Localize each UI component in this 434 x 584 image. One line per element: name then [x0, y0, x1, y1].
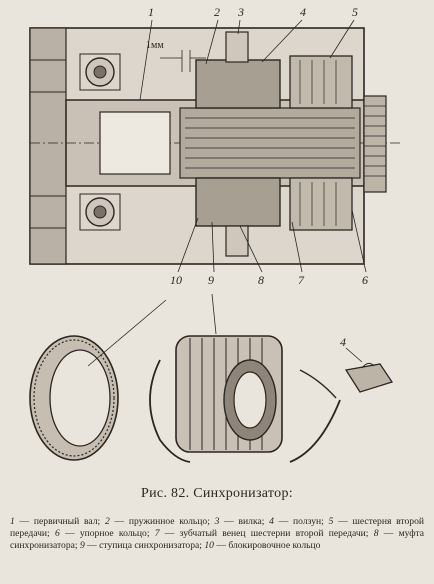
legend-item: 5 — шестерня второй передачи; [10, 516, 424, 540]
legend-item: 7 — зубчатый венец шестерни второй перед… [154, 528, 369, 540]
legend-item: 3 — вилка; [214, 516, 265, 527]
legend-text: блокировочное кольцо [228, 540, 321, 552]
callout-4: 4 [300, 5, 306, 19]
legend-text: пружинное кольцо; [128, 516, 210, 527]
legend-number: 5 [328, 516, 334, 527]
legend-text: ступица синхронизатора; [99, 540, 202, 552]
legend-text: ползун; [293, 516, 324, 527]
legend-number: 10 [204, 540, 214, 552]
legend-number: 1 [10, 516, 15, 527]
callout-6: 6 [362, 273, 368, 287]
figure-caption: Рис. 82. Синхронизатор: [141, 486, 293, 501]
legend-text: упорное кольцо; [79, 528, 150, 540]
legend-number: 9 [79, 540, 85, 552]
callout-4-exploded: 4 [340, 335, 346, 349]
legend-text: вилка; [238, 516, 265, 527]
cross-section-drawing [29, 19, 400, 273]
legend-item: 8 — муфта синхронизатора; [10, 528, 425, 552]
callout-10: 10 [170, 273, 182, 287]
blocking-ring-drawing [29, 299, 167, 461]
legend-number: 6 [54, 528, 60, 540]
gap-dimension-label: 1мм [146, 40, 164, 51]
synchronizer-hub-drawing [175, 293, 283, 453]
figure-legend: 1 — первичный вал; 2 — пружинное кольцо;… [10, 516, 424, 553]
legend-number: 4 [269, 516, 274, 527]
legend-item: 2 — пружинное кольцо; [104, 516, 210, 527]
legend-number: 7 [154, 528, 160, 540]
legend-text: шестерня второй передачи; [10, 516, 424, 540]
legend-number: 3 [214, 516, 220, 527]
legend-text: зубчатый венец шестерни второй передачи; [179, 528, 369, 540]
legend-item: 4 — ползун; [269, 516, 324, 527]
callout-9: 9 [208, 273, 214, 287]
callout-3: 3 [237, 5, 244, 19]
legend-item: 1 — первичный вал; [10, 516, 101, 527]
callout-7: 7 [298, 273, 305, 287]
exploded-view [29, 293, 394, 463]
callout-1: 1 [148, 5, 154, 19]
legend-item: 10 — блокировочное кольцо [204, 540, 321, 552]
callout-8: 8 [258, 273, 264, 287]
callout-5: 5 [352, 5, 358, 19]
legend-item: 6 — упорное кольцо; [54, 528, 150, 540]
legend-text: муфта синхронизатора; [10, 528, 425, 552]
callout-2: 2 [214, 5, 220, 19]
legend-number: 8 [373, 528, 379, 540]
legend-text: первичный вал; [33, 516, 101, 527]
legend-number: 2 [104, 516, 110, 527]
slider-drawing [344, 347, 394, 393]
legend-item: 9 — ступица синхронизатора; [79, 540, 202, 552]
